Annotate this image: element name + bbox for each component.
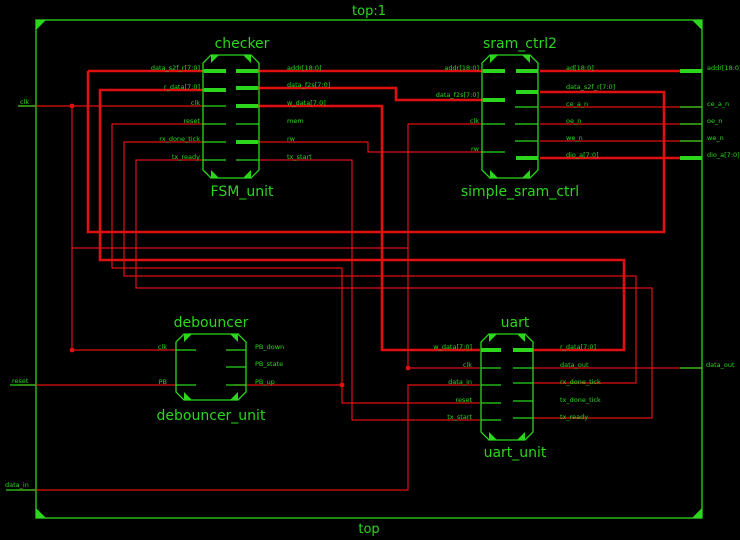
checker-pin-mem: mem (287, 117, 304, 125)
uart-pin-w-data: w_data[7:0] (433, 343, 472, 351)
checker-pin-clk: clk (191, 99, 200, 107)
net-rw[interactable] (258, 141, 484, 153)
uart-pin-rx-done-tick: rx_done_tick (560, 378, 601, 386)
debouncer-instance-label: debouncer (174, 315, 249, 331)
port-data-in[interactable]: data_in (5, 481, 29, 489)
output-ports (680, 69, 702, 369)
sram-pin-we-n: we_n (566, 134, 583, 142)
debouncer-pin-pb: PB (159, 378, 167, 386)
net-data-in[interactable] (18, 384, 480, 491)
debouncer-pins (176, 349, 246, 386)
debouncer-pin-clk: clk (158, 343, 167, 351)
checker-instance-label: checker (215, 36, 270, 52)
uart-pin-tx-done-tick: tx_done_tick (560, 396, 601, 404)
uart-pin-reset: reset (456, 396, 473, 404)
debouncer-pin-pb-up: PB_up (255, 378, 275, 386)
bus-data-f2s[interactable] (258, 86, 484, 102)
checker-pin-tx-ready: tx_ready (172, 153, 200, 161)
sram-module-label: simple_sram_ctrl (461, 184, 579, 200)
checker-pin-r-data: r_data[7:0] (164, 83, 200, 91)
bus-data-s2f-r-loop[interactable] (86, 71, 666, 234)
uart-pin-data-in: data_in (448, 378, 472, 386)
port-we-n[interactable]: we_n (707, 134, 724, 142)
bus-r-data[interactable] (98, 88, 626, 352)
checker-pin-data-f2s: data_f2s[7:0] (287, 81, 330, 89)
top-instance-label: top:1 (352, 4, 386, 19)
uart-module-label: uart_unit (484, 445, 547, 461)
net-reset-checker[interactable] (111, 123, 343, 385)
nets (18, 69, 702, 491)
checker-module-label: FSM_unit (211, 184, 274, 200)
sram-pin-rw: rw (471, 145, 480, 153)
debouncer-block[interactable] (175, 333, 247, 401)
net-tx-start[interactable] (258, 159, 480, 421)
port-oe-n[interactable]: oe_n (707, 117, 722, 125)
top-module-frame[interactable] (35, 19, 703, 519)
uart-pin-r-data: r_data[7:0] (560, 343, 596, 351)
sram-pin-ad: ad[18:0] (566, 64, 594, 72)
checker-block[interactable] (202, 54, 260, 179)
port-reset[interactable]: reset (12, 377, 29, 385)
sram-pin-data-s2f-r: data_s2f_r[7:0] (566, 83, 615, 91)
sram-pin-data-f2s: data_f2s[7:0] (436, 91, 479, 99)
checker-pin-data-s2f-r: data_s2f_r[7:0] (151, 64, 200, 72)
debouncer-module-label: debouncer_unit (157, 408, 266, 424)
debouncer-pin-pb-down: PB_down (255, 343, 284, 351)
checker-pin-addr: addr[18:0] (287, 64, 322, 72)
net-clk-sram[interactable] (407, 123, 484, 248)
net-tx-ready[interactable] (135, 159, 653, 419)
checker-pin-w-data: w_data[7:0] (287, 99, 326, 107)
net-pb-up-reset[interactable] (234, 384, 480, 404)
sram-ctrl-block[interactable] (481, 54, 539, 179)
port-ce-a-n[interactable]: ce_a_n (707, 100, 729, 108)
sram-instance-label: sram_ctrl2 (483, 36, 557, 52)
debouncer-pin-pb-state: PB_state (255, 360, 283, 368)
bus-w-data[interactable] (258, 104, 480, 352)
uart-pin-data-out: data_out (560, 361, 589, 369)
uart-pin-tx-ready: tx_ready (560, 413, 588, 421)
sram-pin-dio-a: dio_a[7:0] (566, 151, 599, 159)
uart-instance-label: uart (501, 315, 530, 331)
sram-pin-clk: clk (470, 117, 479, 125)
checker-pin-rx-done-tick: rx_done_tick (159, 135, 200, 143)
sram-pin-addr: addr[18:0] (444, 64, 479, 72)
checker-pin-tx-start: tx_start (287, 153, 312, 161)
port-dio-a[interactable]: dio_a[7:0] (707, 151, 740, 159)
port-data-out[interactable]: data_out (706, 361, 735, 369)
net-rx-done-tick[interactable] (123, 141, 637, 384)
uart-pins (481, 348, 533, 421)
top-module-label: top (358, 522, 379, 537)
port-addr[interactable]: addr[18:0] (707, 64, 740, 72)
uart-pin-clk: clk (463, 361, 472, 369)
uart-pin-tx-start: tx_start (447, 413, 472, 421)
input-ports (6, 105, 36, 491)
checker-pin-reset: reset (184, 117, 201, 125)
sram-pins (482, 69, 538, 160)
sram-pin-ce-a-n: ce_a_n (566, 100, 588, 108)
port-clk[interactable]: clk (20, 98, 29, 106)
checker-pins (203, 69, 259, 161)
net-clk-uart[interactable] (72, 247, 480, 369)
checker-pin-rw: rw (287, 135, 296, 143)
uart-block[interactable] (480, 333, 534, 441)
sram-pin-oe-n: oe_n (566, 117, 581, 125)
